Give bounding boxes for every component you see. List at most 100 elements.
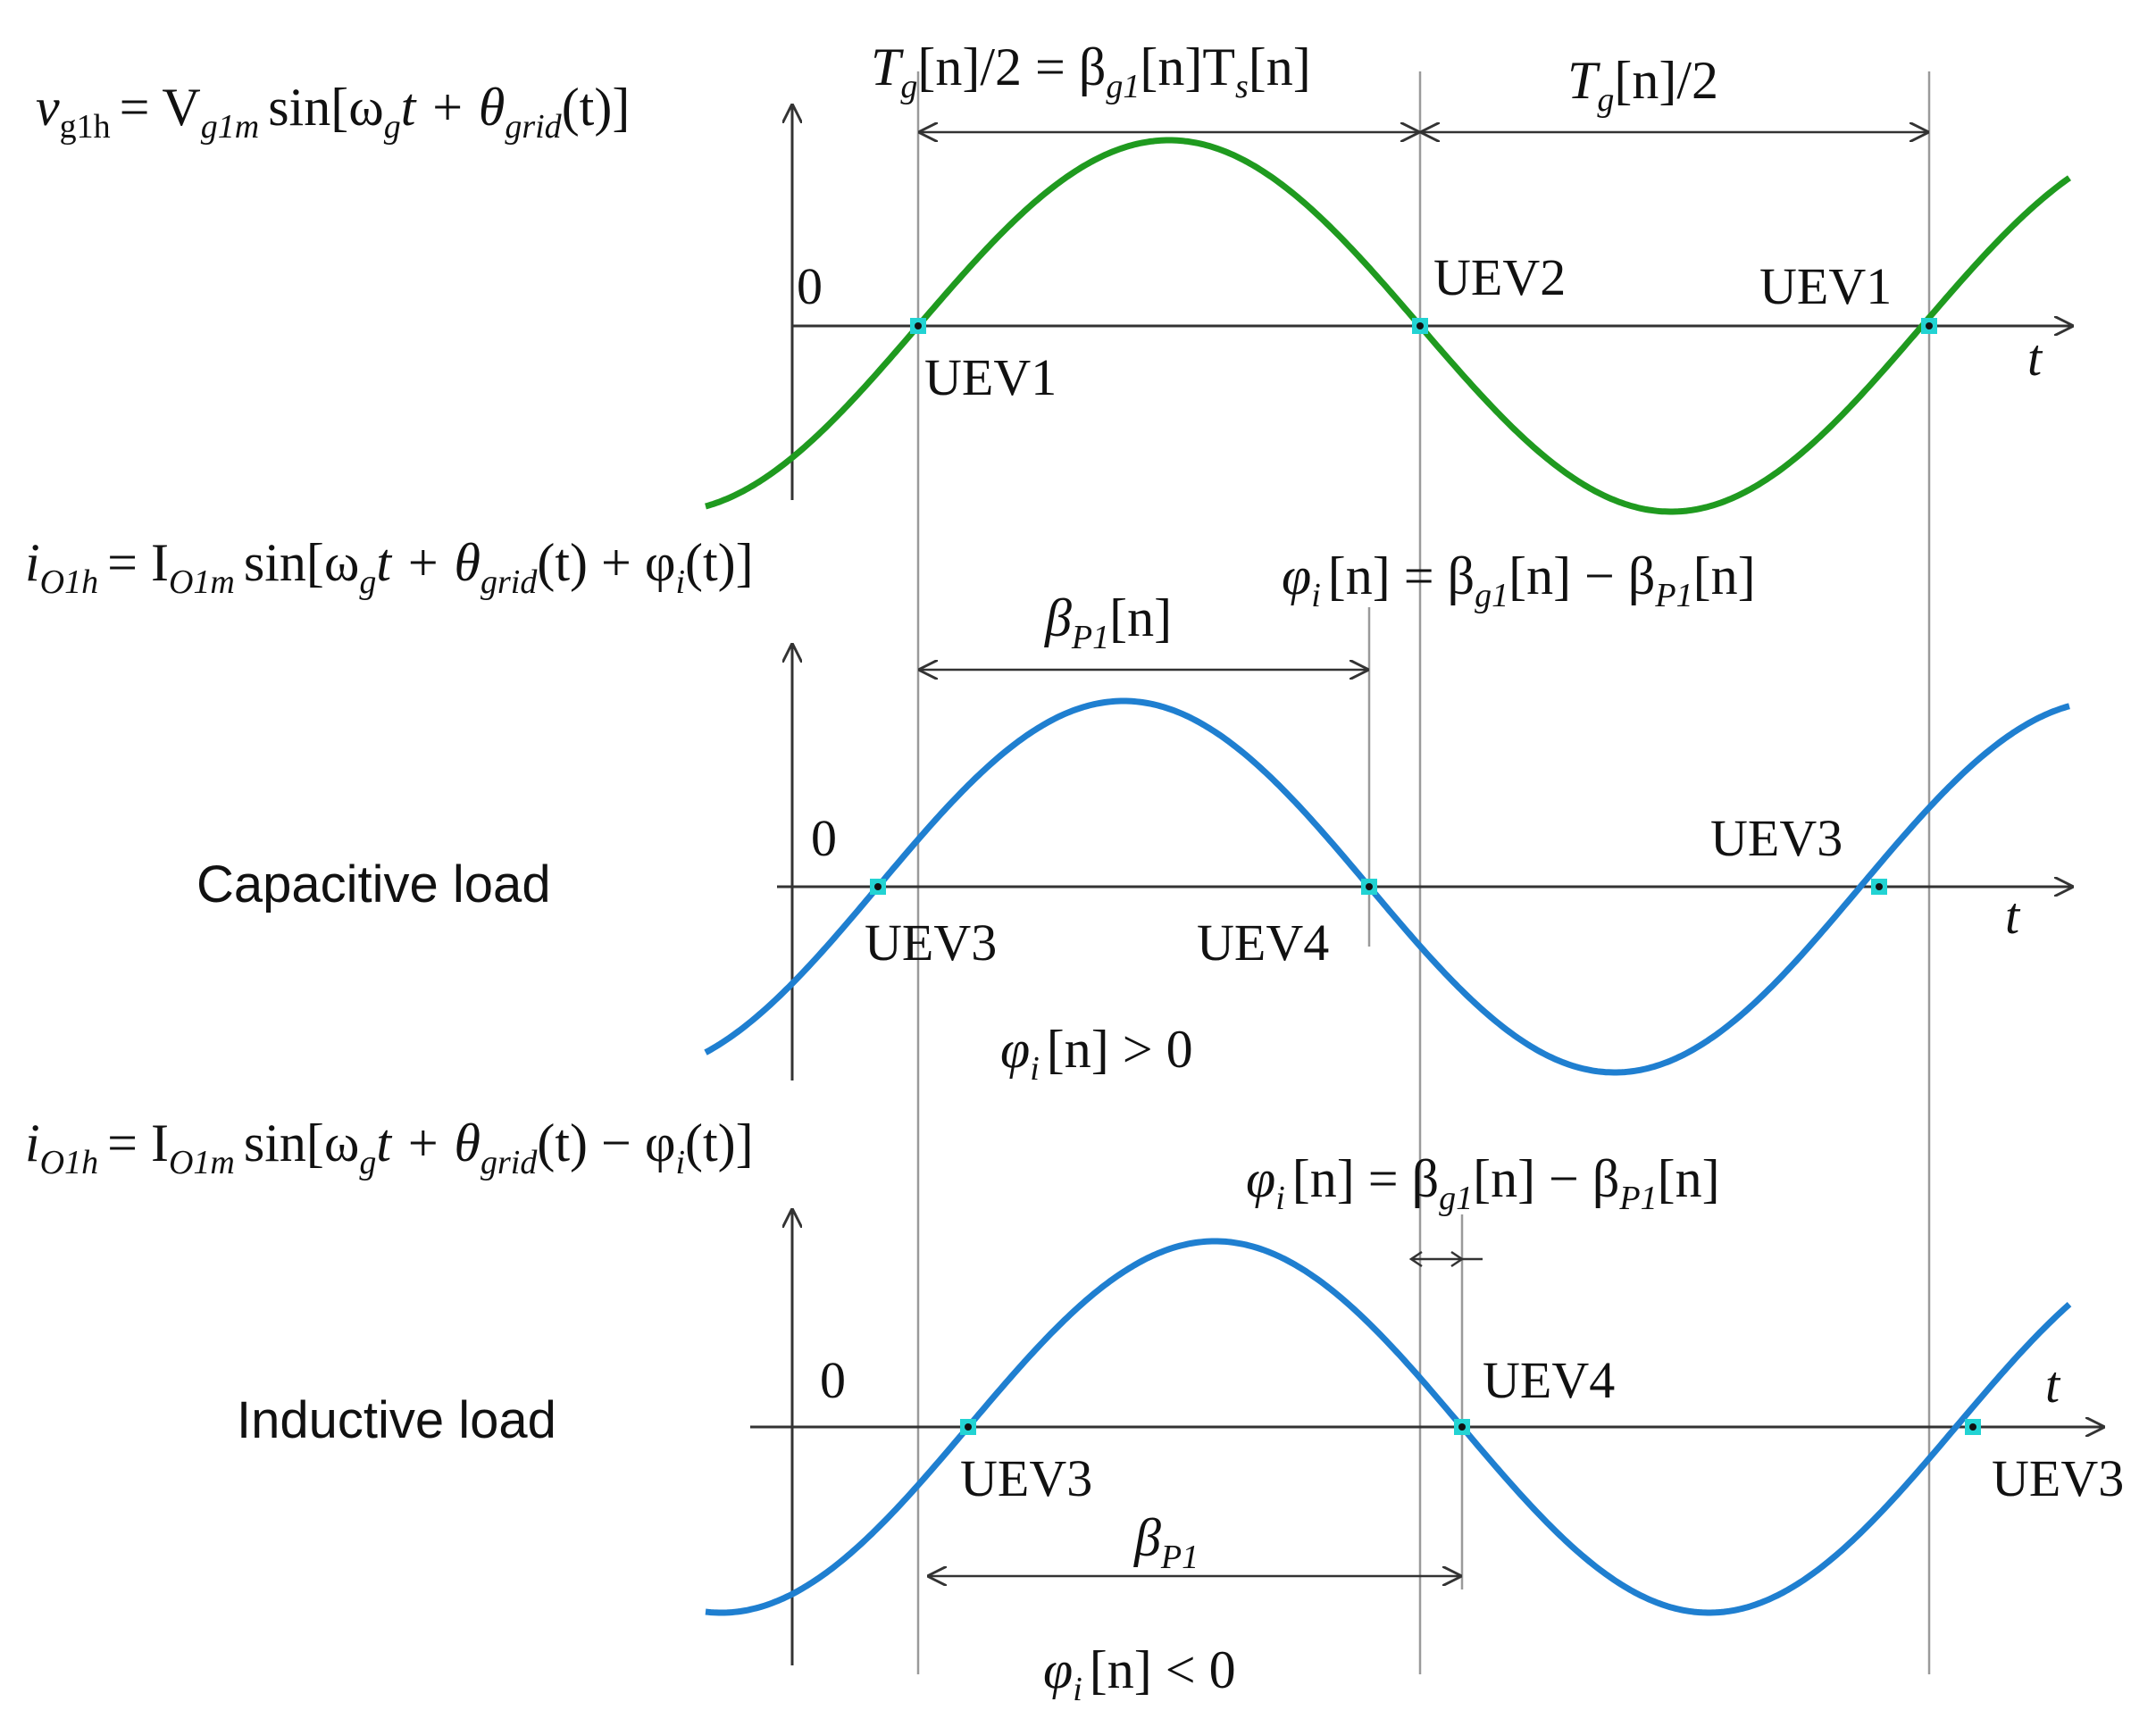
- eq-sub: g1: [1439, 1180, 1473, 1217]
- eq-text: sin[ω: [268, 78, 384, 137]
- eq-text: [n] − β: [1508, 546, 1655, 605]
- inductive-condition: φi[n] < 0: [1043, 1640, 1236, 1708]
- capacitive-beta-label: βP1[n]: [1044, 588, 1172, 656]
- eq-sub: g: [384, 108, 401, 146]
- eq-text: t + θ: [401, 78, 506, 137]
- eq-text: [n]: [1658, 1149, 1720, 1208]
- uev2-marker: [1412, 318, 1428, 334]
- inductive-t-label: t: [2045, 1356, 2061, 1414]
- eq-sub: P1: [1160, 1539, 1199, 1576]
- eq-sub: i: [1030, 1050, 1040, 1088]
- eq-sub: i: [1275, 1180, 1285, 1217]
- uev3-label-left: UEV3: [865, 914, 997, 972]
- eq-text: [n]: [1693, 546, 1756, 605]
- inductive-current-waveform: [705, 1238, 2072, 1616]
- eq-sub: O1h: [40, 1144, 98, 1181]
- period-left-label: Tg[n]/2 = βg1[n]Ts[n]: [871, 38, 1311, 105]
- inductive-origin-label: 0: [820, 1351, 846, 1409]
- phase-shift-dimension: [1408, 1250, 1483, 1268]
- capacitive-load-label: Capacitive load: [196, 855, 551, 914]
- eq-sub: g: [359, 1144, 376, 1181]
- eq-text: i: [25, 1114, 40, 1172]
- uev3-marker-right-inductive: [1965, 1419, 1981, 1435]
- eq-text: φ: [1282, 546, 1311, 605]
- capacitive-current-waveform: [704, 697, 2070, 1076]
- eq-sub: O1m: [169, 1144, 235, 1181]
- eq-sub: g: [900, 68, 917, 105]
- voltage-waveform: [705, 137, 2072, 515]
- eq-sub: O1h: [40, 563, 98, 601]
- capacitive-t-label: t: [2005, 887, 2021, 945]
- eq-text: [n] − β: [1473, 1149, 1619, 1208]
- eq-text: [n] = β: [1292, 1149, 1439, 1208]
- eq-sub: i: [675, 563, 685, 601]
- inductive-load-label: Inductive load: [237, 1391, 556, 1449]
- eq-sub: g1: [1106, 68, 1140, 105]
- eq-text: sin[ω: [244, 1114, 360, 1172]
- uev3-label-right: UEV3: [1710, 809, 1843, 867]
- eq-text: (t)]: [562, 78, 631, 137]
- voltage-t-label: t: [2027, 329, 2043, 387]
- eq-text: T: [871, 38, 904, 96]
- eq-sub: g1h: [60, 108, 111, 146]
- eq-text: (t)]: [685, 1114, 754, 1172]
- eq-text: [n] > 0: [1047, 1020, 1193, 1079]
- eq-text: [n]: [1249, 38, 1311, 96]
- eq-text: β: [1044, 588, 1072, 647]
- eq-text: β: [1133, 1508, 1161, 1567]
- eq-sub: grid: [481, 1144, 538, 1181]
- eq-text: = V: [120, 78, 201, 137]
- capacitive-condition: φi[n] > 0: [1000, 1020, 1193, 1088]
- eq-text: = I: [107, 533, 169, 592]
- uev3-marker-right: [1871, 879, 1887, 895]
- eq-sub: O1m: [169, 563, 235, 601]
- eq-sub: grid: [505, 108, 562, 146]
- uev1-label-right: UEV1: [1759, 257, 1892, 315]
- voltage-origin-label: 0: [797, 257, 823, 315]
- uev3-marker-inductive: [960, 1419, 976, 1435]
- eq-text: [n]: [1109, 588, 1172, 647]
- uev4-marker: [1361, 879, 1377, 895]
- eq-text: [n] < 0: [1090, 1640, 1236, 1699]
- eq-sub: P1: [1071, 619, 1109, 656]
- uev2-label: UEV2: [1433, 248, 1566, 306]
- eq-sub: g1: [1475, 577, 1508, 614]
- eq-text: φ: [1000, 1020, 1030, 1079]
- capacitive-origin-label: 0: [811, 809, 837, 867]
- uev3-label-right-inductive: UEV3: [1992, 1449, 2124, 1507]
- uev4-label: UEV4: [1197, 914, 1329, 972]
- inductive-beta-label: βP1: [1133, 1508, 1199, 1576]
- uev3-marker: [870, 879, 886, 895]
- eq-text: [n]/2: [1614, 51, 1718, 110]
- uev1-marker: [910, 318, 926, 334]
- eq-text: (t) + φ: [537, 533, 675, 592]
- uev1-label-left: UEV1: [924, 348, 1057, 406]
- uev4-marker-inductive: [1454, 1419, 1470, 1435]
- uev1-marker-right: [1921, 318, 1937, 334]
- eq-text: T: [1567, 51, 1600, 110]
- eq-text: (t)]: [685, 533, 754, 592]
- eq-text: sin[ω: [244, 533, 360, 592]
- eq-sub: i: [675, 1144, 685, 1181]
- period-right-label: Tg[n]/2: [1567, 51, 1718, 119]
- eq-text: i: [25, 533, 40, 592]
- eq-text: [n]T: [1140, 38, 1235, 96]
- eq-sub: P1: [1618, 1180, 1657, 1217]
- eq-text: (t) − φ: [537, 1114, 675, 1172]
- phase-shift-arrowhead-right: [1450, 1250, 1465, 1268]
- phase-shift-arrowhead-left: [1408, 1250, 1423, 1268]
- eq-text: = I: [107, 1114, 169, 1172]
- eq-sub: P1: [1654, 577, 1692, 614]
- eq-text: φ: [1246, 1149, 1275, 1208]
- eq-sub: g: [1597, 81, 1614, 119]
- inductive-phase-equation: φi[n] = βg1[n] − βP1[n]: [1246, 1149, 1720, 1217]
- eq-text: φ: [1043, 1640, 1073, 1699]
- eq-text: [n] = β: [1328, 546, 1475, 605]
- eq-sub: i: [1311, 577, 1321, 614]
- eq-text: t + θ: [376, 533, 481, 592]
